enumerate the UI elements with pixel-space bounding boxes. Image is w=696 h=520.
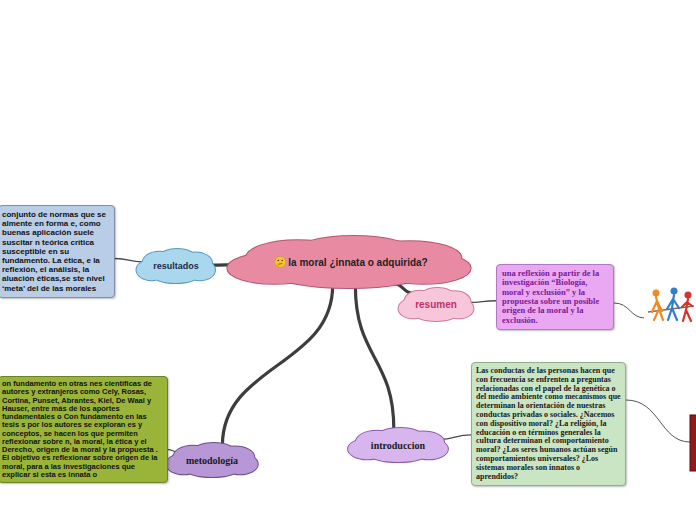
topic-label: metodología	[186, 455, 238, 466]
figure-body	[652, 297, 663, 320]
emoji-eye	[281, 260, 283, 262]
cloud-border	[348, 428, 448, 462]
branch-topic: metodología	[168, 443, 256, 477]
figure-body	[682, 299, 692, 321]
cloud-fill	[227, 236, 470, 288]
leader-line	[626, 400, 690, 442]
topic-label: la moral ¿innata o adquirida?	[288, 257, 427, 268]
topic-label: introduccion	[371, 440, 425, 451]
topic-label: resumen	[415, 299, 457, 310]
figure-head	[671, 288, 678, 295]
central-topic: la moral ¿innata o adquirida?	[232, 236, 466, 288]
note-box: Las conductas de las personas hacen que …	[471, 362, 626, 486]
note-box: conjunto de normas que se almente en for…	[0, 205, 115, 298]
branch-connector	[222, 286, 332, 445]
topic-label: resultados	[153, 261, 199, 271]
cloud-fill	[166, 443, 258, 477]
cloud-border	[166, 443, 258, 477]
cloud-fill	[348, 428, 448, 462]
note-text: conjunto de normas que se almente en for…	[2, 210, 110, 293]
cloud-border	[137, 249, 216, 283]
branch-topic: resultados	[138, 249, 214, 283]
branch-topic: resumen	[400, 288, 472, 321]
cloud-fill	[399, 288, 474, 321]
cloud-border	[399, 288, 474, 321]
note-box: on fundamento en otras nes científicas d…	[0, 376, 168, 483]
note-text: una reflexión a partir de la investigaci…	[502, 269, 608, 325]
emoji-eye	[277, 260, 279, 262]
note-box: una reflexión a partir de la investigaci…	[496, 264, 614, 330]
emoji-mouth	[278, 263, 282, 265]
emoji-face	[275, 257, 286, 268]
branch-topic: introduccion	[350, 428, 446, 462]
emoji-hand	[276, 264, 279, 267]
note-text: Las conductas de las personas hacen que …	[476, 367, 621, 481]
rope-picture	[644, 282, 696, 330]
branch-connector	[355, 286, 393, 430]
figure-head	[653, 290, 660, 297]
thinking-emoji	[275, 257, 286, 268]
branch-connector	[469, 301, 496, 303]
branch-connector	[115, 259, 142, 262]
cloud-fill	[137, 249, 216, 283]
red-panel	[690, 415, 696, 471]
figure-body	[667, 295, 679, 320]
cloud-border	[227, 236, 470, 288]
picture-ground	[644, 282, 696, 330]
leader-line	[614, 303, 645, 318]
note-text: on fundamento en otras nes científicas d…	[2, 380, 163, 479]
figure-head	[685, 292, 692, 299]
